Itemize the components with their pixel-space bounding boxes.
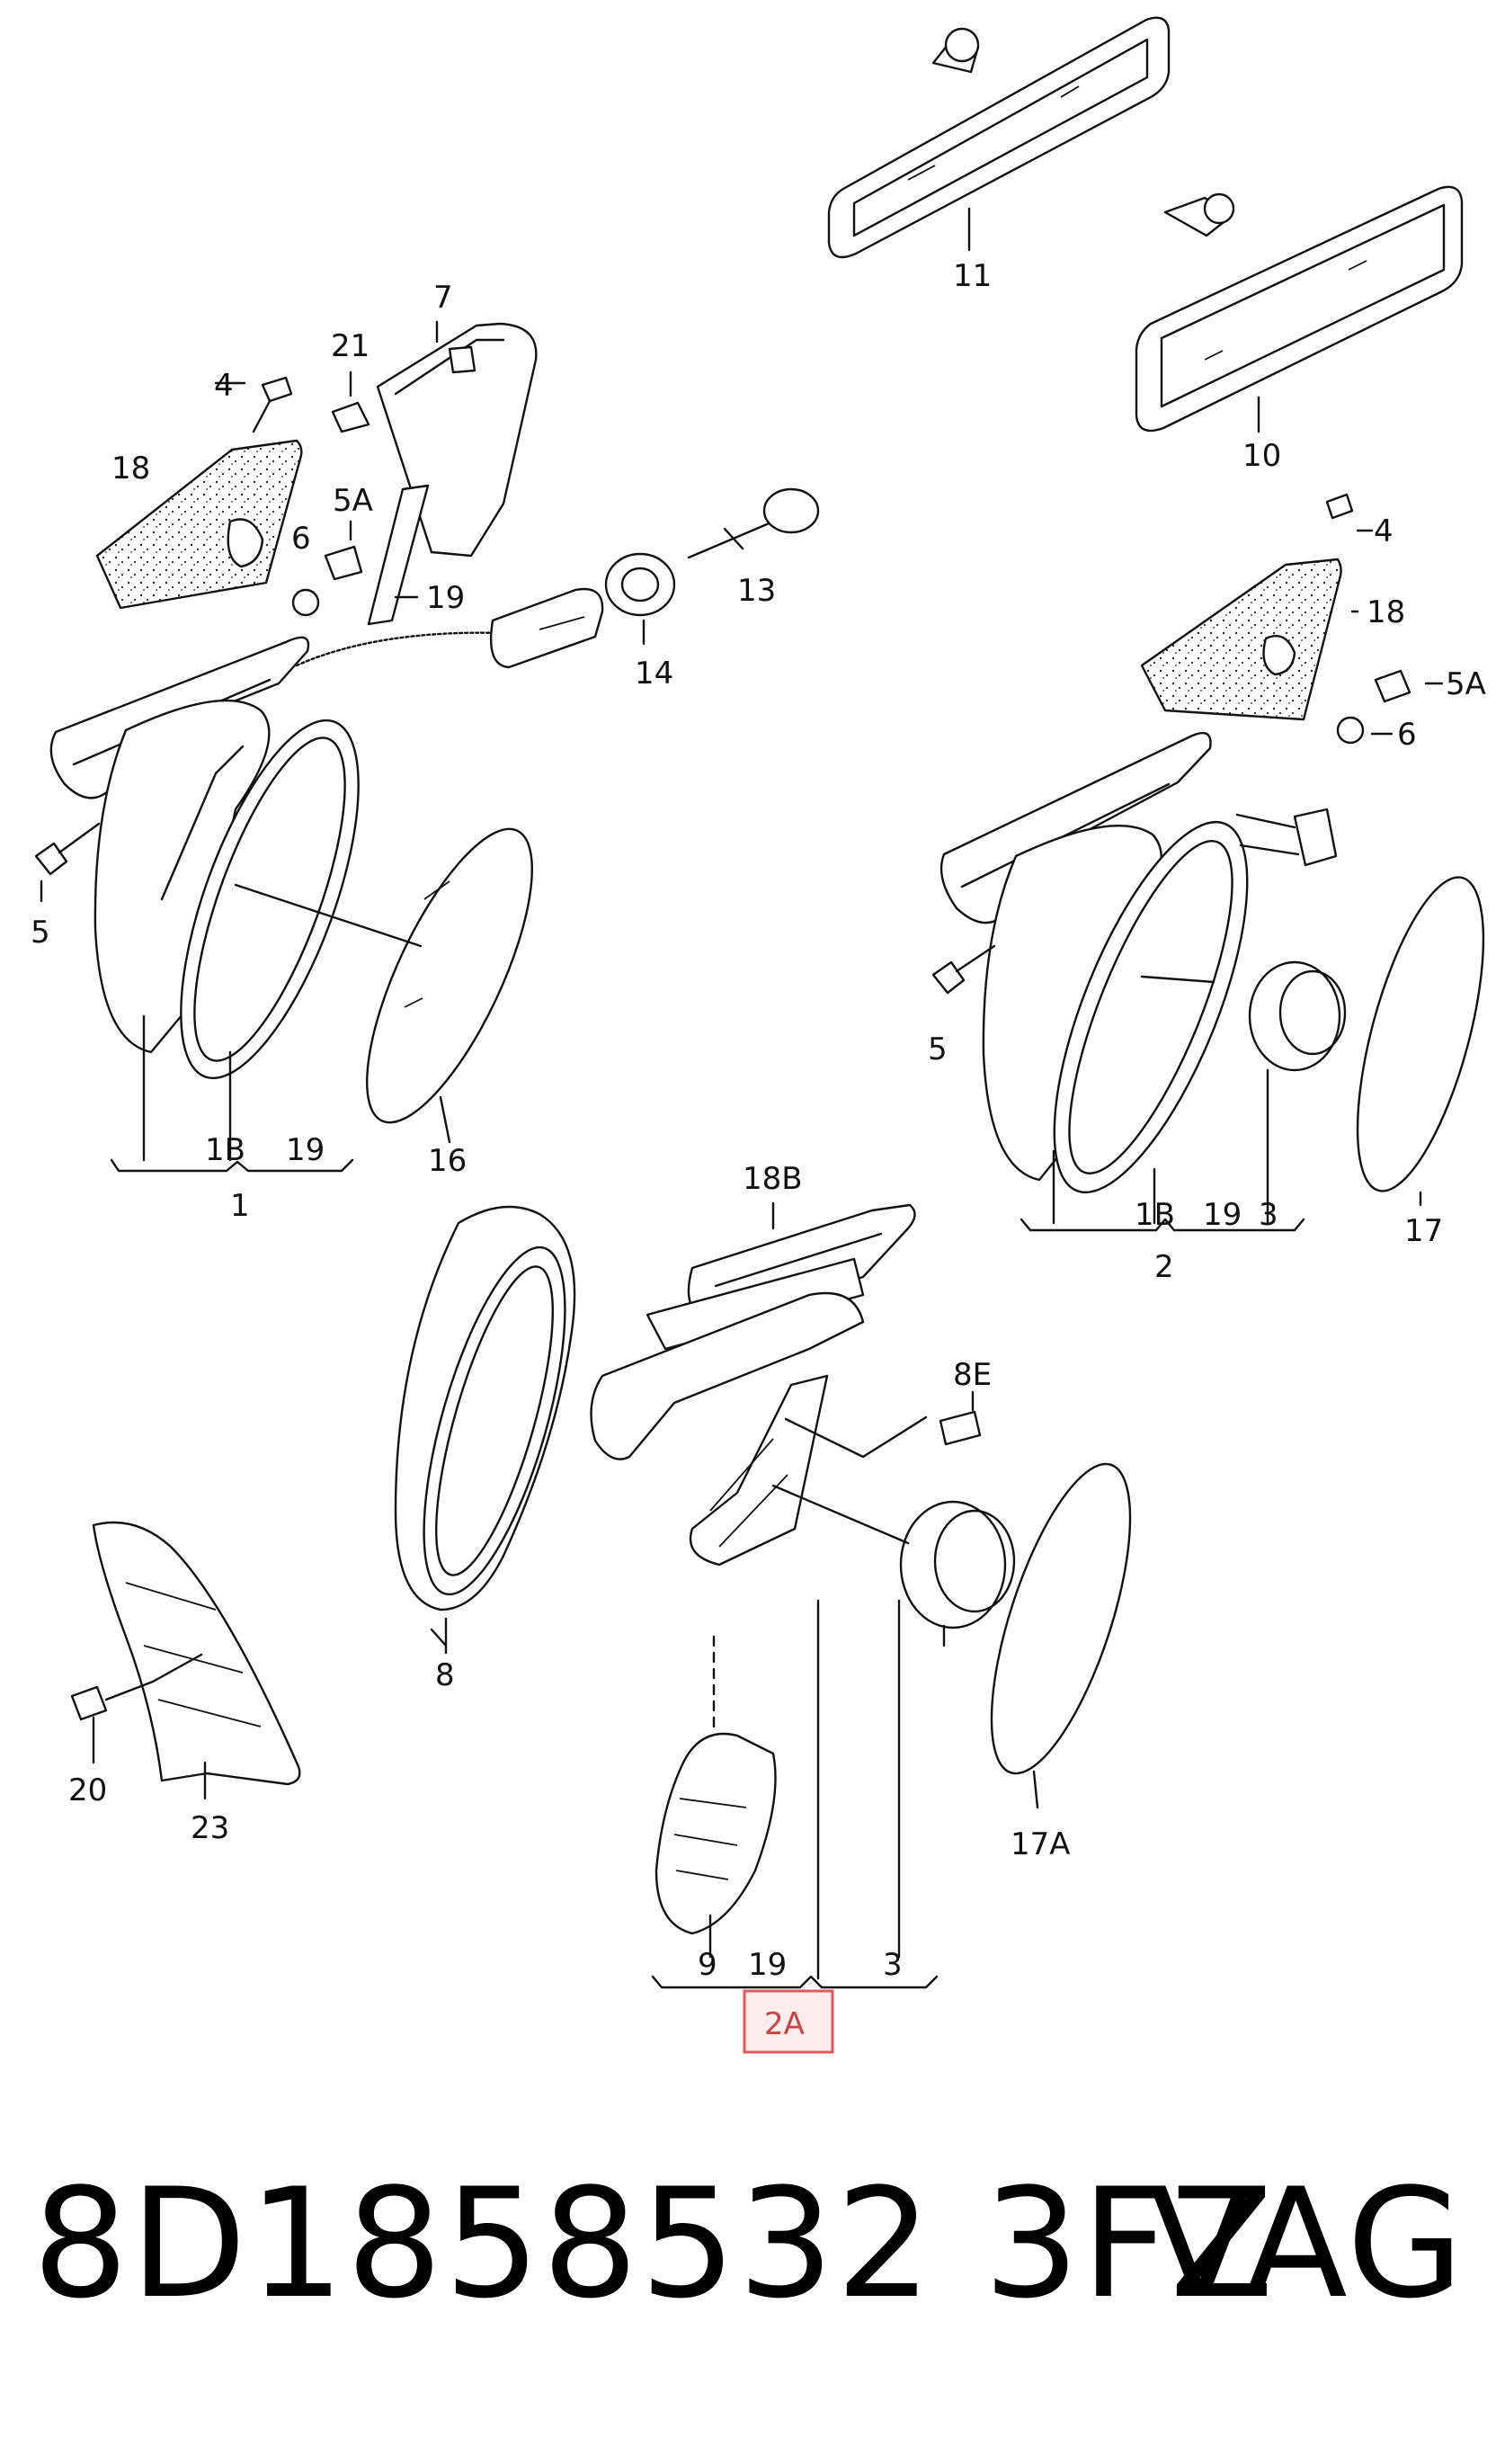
label-17A: 17A (1011, 1826, 1071, 1862)
label-5A: 5A (333, 483, 373, 519)
label-2: 2 (1154, 1249, 1174, 1285)
mirror-assembly-2A (70, 1201, 1132, 1989)
highlight-label: 2A (764, 2006, 805, 2042)
interior-mirror-10 (1135, 185, 1464, 433)
highlighted-callout-2A[interactable]: 2A (743, 1989, 834, 2054)
label-18: 18 (1367, 594, 1405, 630)
label-1B: 1B (1135, 1197, 1175, 1233)
label-4: 4 (1374, 513, 1394, 549)
label-19: 19 (748, 1947, 787, 1983)
label-3: 3 (883, 1947, 903, 1983)
callout-labels: 11 10 7 21 4 18 5A 6 19 13 14 5 1B 19 1 … (31, 258, 1486, 2054)
label-6: 6 (1397, 717, 1417, 753)
label-1B: 1B (205, 1132, 245, 1168)
mirror-assembly-2 (931, 493, 1485, 1232)
label-16: 16 (428, 1143, 467, 1179)
label-20: 20 (68, 1772, 107, 1808)
label-17: 17 (1404, 1213, 1443, 1249)
label-11: 11 (953, 258, 992, 294)
label-19: 19 (1203, 1197, 1242, 1233)
label-6: 6 (291, 521, 311, 557)
label-3: 3 (1259, 1197, 1278, 1233)
label-18: 18 (111, 451, 150, 487)
label-8E: 8E (953, 1357, 992, 1393)
label-7: 7 (433, 280, 453, 316)
part-number: 8D1858532 3FZ (32, 2156, 1276, 2332)
label-19: 19 (286, 1132, 325, 1168)
label-13: 13 (737, 573, 776, 609)
label-10: 10 (1242, 438, 1281, 474)
label-1: 1 (230, 1188, 250, 1224)
label-5: 5 (31, 915, 50, 951)
label-19: 19 (426, 580, 465, 616)
label-23: 23 (191, 1810, 229, 1846)
label-14: 14 (635, 656, 673, 692)
mirror-assembly-1 (34, 320, 820, 1173)
label-18B: 18B (743, 1161, 803, 1197)
label-9: 9 (698, 1947, 717, 1983)
label-5: 5 (928, 1031, 948, 1067)
footer: 8D1858532 3FZ VAG (0, 2154, 1496, 2334)
label-8: 8 (435, 1657, 455, 1693)
label-21: 21 (331, 328, 370, 364)
label-5A: 5A (1446, 666, 1486, 702)
label-4: 4 (214, 368, 234, 404)
brand-name: VAG (1148, 2156, 1465, 2332)
interior-mirror-11 (827, 16, 1171, 259)
highlight-box (743, 1989, 834, 2054)
